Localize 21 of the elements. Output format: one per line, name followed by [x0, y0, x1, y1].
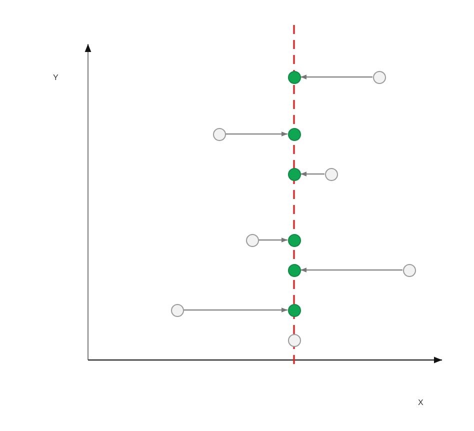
projected-point [288, 234, 300, 246]
arrow [300, 172, 324, 176]
data-point [246, 234, 258, 246]
arrow [300, 268, 402, 272]
projected-point [288, 128, 300, 140]
data-point [372, 70, 386, 84]
projected-point [288, 264, 300, 276]
axis-label: X [418, 398, 424, 408]
arrow [226, 132, 288, 136]
axis-label: Y [53, 73, 58, 83]
data-point [212, 128, 226, 140]
arrow [300, 74, 372, 80]
data-point [402, 264, 416, 276]
arrow [258, 238, 288, 242]
projected-point [288, 168, 300, 180]
projected-point [288, 70, 300, 84]
data-point [288, 334, 300, 346]
data-point [324, 168, 338, 180]
data-point [170, 304, 184, 316]
projected-point [288, 304, 300, 316]
arrow [184, 308, 288, 312]
